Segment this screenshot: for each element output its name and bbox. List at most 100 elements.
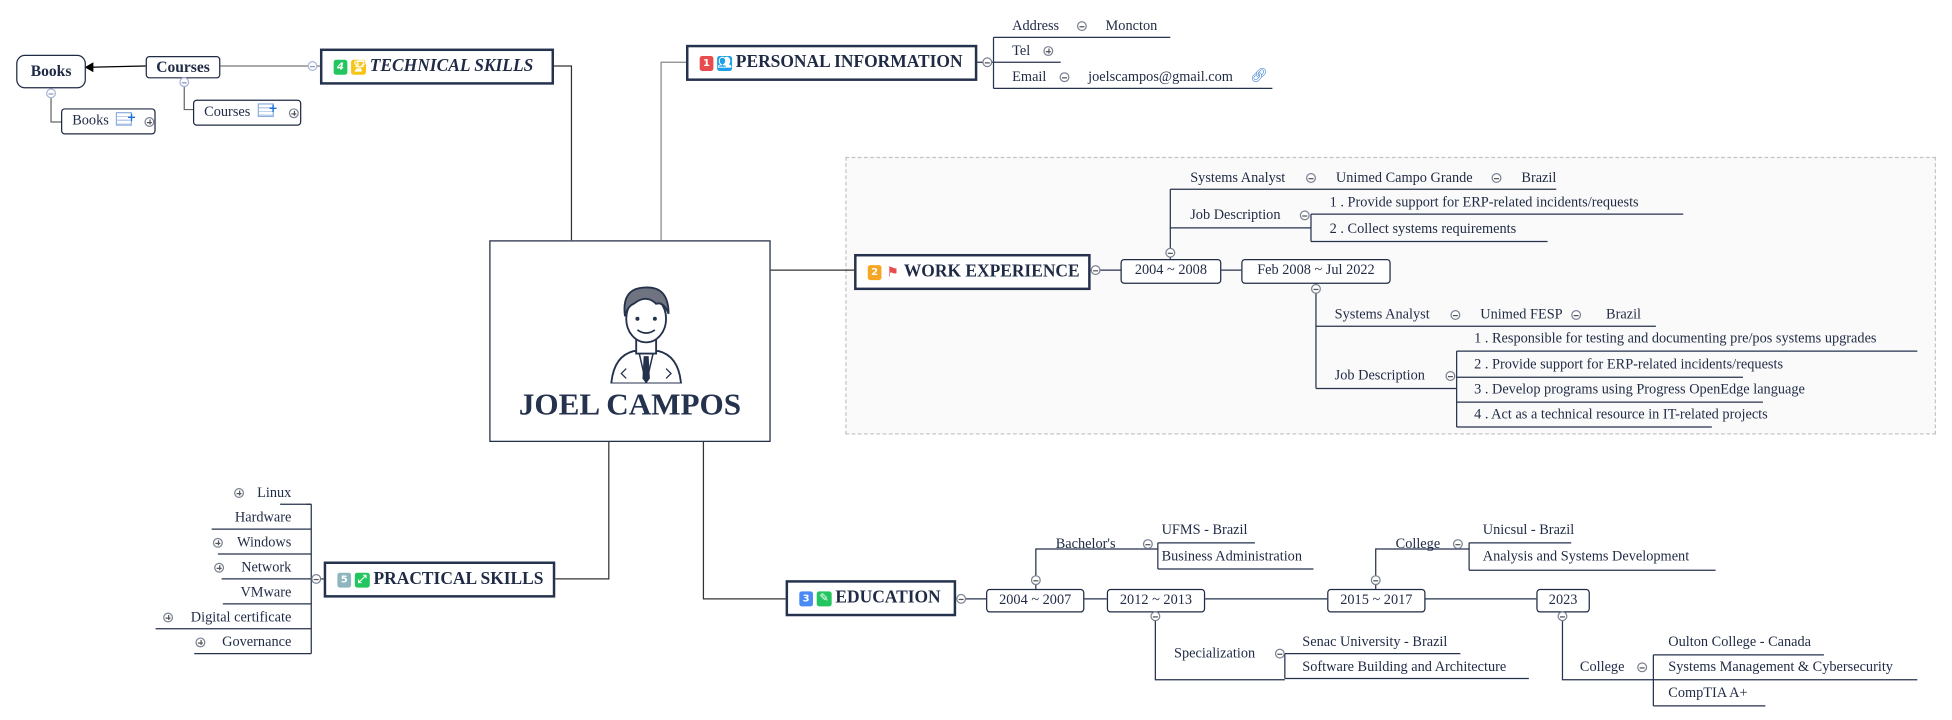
tel-label: Tel (1012, 43, 1031, 59)
degree-type: Specialization (1174, 646, 1256, 662)
duty: 4 . Act as a technical resource in IT-re… (1474, 407, 1768, 423)
company: Unimed FESP (1480, 307, 1563, 323)
courses-node[interactable]: Courses (145, 56, 221, 79)
expand-toggle[interactable] (212, 537, 223, 548)
education-item: Oulton College - Canada (1668, 634, 1812, 650)
expand-toggle[interactable] (288, 108, 299, 119)
skill-hardware[interactable]: Hardware (234, 510, 292, 526)
topic-personal-information[interactable]: 1 👥︎ PERSONAL INFORMATION (685, 44, 978, 81)
priority-2-badge: 2 (867, 264, 882, 280)
topic-title: TECHNICAL SKILLS (369, 56, 534, 76)
books-node[interactable]: Books (16, 54, 86, 89)
skill-governance[interactable]: Governance (222, 634, 292, 650)
duty: 1 . Provide support for ERP-related inci… (1329, 195, 1639, 211)
priority-5-badge: 5 (337, 572, 352, 588)
collapse-toggle[interactable] (307, 61, 318, 71)
date-node[interactable]: 2023 (1536, 588, 1590, 613)
skill-vmware[interactable]: VMware (240, 585, 292, 601)
central-topic[interactable]: JOEL CAMPOS (489, 240, 771, 442)
date-node[interactable]: 2004 ~ 2007 (986, 588, 1085, 613)
topic-practical-skills[interactable]: 5 ⤢ PRACTICAL SKILLS (323, 561, 556, 598)
expand-toggle[interactable] (1043, 46, 1054, 57)
courses-subnode[interactable]: Courses (192, 98, 302, 126)
books-subnode[interactable]: Books (61, 107, 156, 135)
email-label: Email (1012, 69, 1047, 85)
expand-toggle[interactable] (214, 562, 225, 573)
country: Brazil (1521, 170, 1557, 186)
degree-type: Bachelor's (1055, 536, 1116, 552)
collapse-toggle[interactable] (1571, 310, 1582, 320)
collapse-toggle[interactable] (956, 593, 967, 604)
collapse-toggle[interactable] (982, 57, 993, 68)
role: Systems Analyst (1190, 170, 1286, 186)
country: Brazil (1606, 307, 1642, 323)
collapse-toggle[interactable] (1150, 611, 1161, 622)
address-value: Moncton (1105, 18, 1158, 34)
expand-toggle[interactable] (195, 637, 206, 648)
collapse-toggle[interactable] (1299, 210, 1310, 221)
table-icon (116, 107, 136, 131)
role: Systems Analyst (1334, 307, 1430, 323)
courses-subnode-label: Courses (204, 104, 251, 120)
collapse-toggle[interactable] (1310, 283, 1321, 294)
collapse-toggle[interactable] (1142, 539, 1153, 550)
expand-icon: ⤢ (354, 572, 370, 588)
skill-network[interactable]: Network (241, 560, 292, 576)
date-node[interactable]: Feb 2008 ~ Jul 2022 (1241, 258, 1391, 284)
collapse-toggle[interactable] (1452, 539, 1463, 550)
collapse-toggle[interactable] (1274, 648, 1285, 659)
collapse-toggle[interactable] (1165, 247, 1176, 258)
collapse-toggle[interactable] (1090, 265, 1101, 276)
education-item: Unicsul - Brazil (1482, 522, 1575, 538)
priority-4-badge: 4 (333, 59, 348, 75)
priority-1-badge: 1 (699, 55, 714, 71)
collapse-toggle[interactable] (1030, 575, 1041, 586)
education-item: Systems Management & Cybersecurity (1668, 659, 1893, 675)
collapse-toggle[interactable] (1370, 575, 1381, 586)
collapse-toggle[interactable] (311, 573, 322, 584)
topic-title: WORK EXPERIENCE (903, 262, 1080, 281)
collapse-toggle[interactable] (179, 77, 190, 88)
collapse-toggle[interactable] (1557, 611, 1568, 622)
skill-digital-certificate[interactable]: Digital certificate (190, 610, 292, 625)
expand-toggle[interactable] (163, 612, 174, 623)
duty: 2 . Provide support for ERP-related inci… (1474, 357, 1784, 373)
collapse-toggle[interactable] (1306, 173, 1316, 184)
trophy-icon: 🏆︎ (351, 59, 367, 75)
topic-work-experience[interactable]: 2 ⚑ WORK EXPERIENCE (854, 253, 1091, 291)
email-value[interactable]: joelscampos@gmail.com (1088, 69, 1233, 85)
skill-linux[interactable]: Linux (257, 485, 292, 501)
degree-type: College (1395, 536, 1441, 552)
education-item: Analysis and Systems Development (1482, 549, 1690, 564)
collapse-toggle[interactable] (1445, 371, 1456, 381)
date-node[interactable]: 2012 ~ 2013 (1106, 588, 1206, 613)
duty: 3 . Develop programs using Progress Open… (1474, 382, 1805, 398)
topic-technical-skills[interactable]: 4 🏆︎ TECHNICAL SKILLS (319, 48, 555, 85)
collapse-toggle[interactable] (1450, 310, 1461, 320)
education-item: Senac University - Brazil (1302, 634, 1448, 650)
topic-title: PRACTICAL SKILLS (373, 569, 544, 589)
degree-type: College (1579, 659, 1625, 675)
link-icon[interactable]: 🔗︎ (1249, 67, 1268, 84)
job-description-label: Job Description (1190, 207, 1281, 223)
collapse-toggle[interactable] (1059, 72, 1070, 83)
topic-title: PERSONAL INFORMATION (735, 52, 963, 72)
priority-3-badge: 3 (799, 590, 813, 606)
books-subnode-label: Books (72, 113, 109, 129)
date-node[interactable]: 2004 ~ 2008 (1120, 258, 1222, 284)
topic-education[interactable]: 3 ✎ EDUCATION (785, 580, 957, 617)
expand-toggle[interactable] (144, 117, 155, 127)
collapse-toggle[interactable] (1491, 173, 1502, 184)
collapse-toggle[interactable] (1637, 662, 1648, 673)
collapse-toggle[interactable] (46, 88, 57, 99)
duty: 1 . Responsible for testing and document… (1474, 331, 1877, 347)
collapse-toggle[interactable] (1076, 21, 1087, 32)
central-topic-title: JOEL CAMPOS (518, 388, 742, 423)
expand-toggle[interactable] (234, 488, 245, 498)
date-node[interactable]: 2015 ~ 2017 (1327, 588, 1426, 613)
education-item: CompTIA A+ (1668, 685, 1748, 701)
duty: 2 . Collect systems requirements (1329, 221, 1517, 237)
skill-windows[interactable]: Windows (237, 535, 292, 551)
